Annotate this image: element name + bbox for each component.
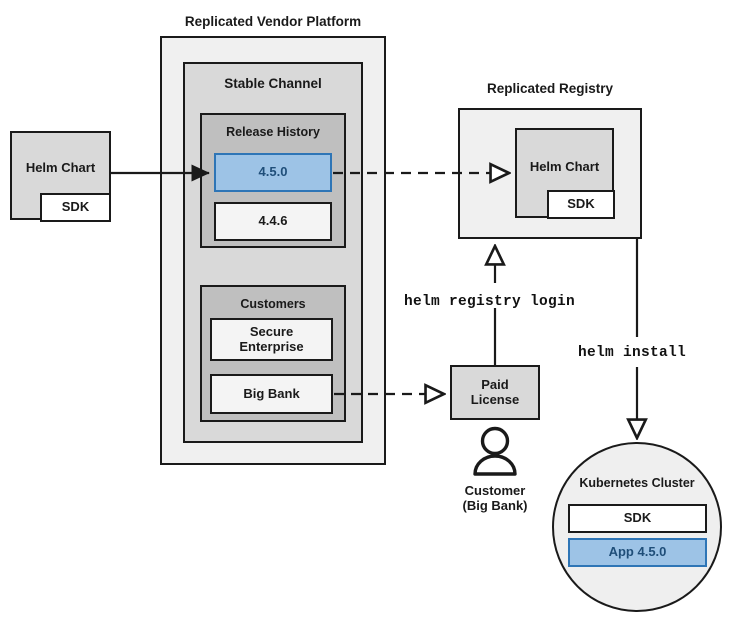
cluster-component-label: SDK <box>623 510 652 526</box>
source-sdk-box: SDK <box>40 193 111 222</box>
customers-label: Customers <box>240 297 306 311</box>
cluster-component-app: App 4.5.0 <box>568 538 707 567</box>
customer-actor-label: Customer (Big Bank) <box>462 483 528 513</box>
cluster-component-label: App 4.5.0 <box>608 544 667 560</box>
registry-helm-chart-label: Helm Chart <box>529 159 600 174</box>
release-version-label: 4.4.6 <box>258 213 288 229</box>
customer-entry-secure-enterprise[interactable]: Secure Enterprise <box>210 318 333 361</box>
helm-registry-login-command: helm registry login <box>404 294 576 310</box>
customer-entry-big-bank[interactable]: Big Bank <box>210 374 333 414</box>
helm-install-command: helm install <box>578 345 687 361</box>
paid-license-box: Paid License <box>450 365 540 420</box>
customer-entry-label: Secure Enterprise <box>239 323 304 354</box>
vendor-platform-title: Replicated Vendor Platform <box>184 14 362 29</box>
stable-channel-label: Stable Channel <box>224 76 322 91</box>
customer-person-icon <box>473 426 517 476</box>
release-version-label: 4.5.0 <box>258 164 288 180</box>
registry-sdk-box: SDK <box>547 190 615 219</box>
release-item-446[interactable]: 4.4.6 <box>214 202 332 241</box>
kubernetes-cluster-label: Kubernetes Cluster <box>579 476 695 490</box>
source-helm-chart-label: Helm Chart <box>25 160 96 175</box>
registry-sdk-label: SDK <box>567 196 595 212</box>
release-history-label: Release History <box>226 125 320 139</box>
source-sdk-label: SDK <box>61 199 90 215</box>
release-item-450[interactable]: 4.5.0 <box>214 153 332 192</box>
paid-license-label: Paid License <box>470 376 520 407</box>
cluster-component-sdk: SDK <box>568 504 707 533</box>
customer-entry-label: Big Bank <box>243 385 300 401</box>
registry-title: Replicated Registry <box>486 81 614 96</box>
